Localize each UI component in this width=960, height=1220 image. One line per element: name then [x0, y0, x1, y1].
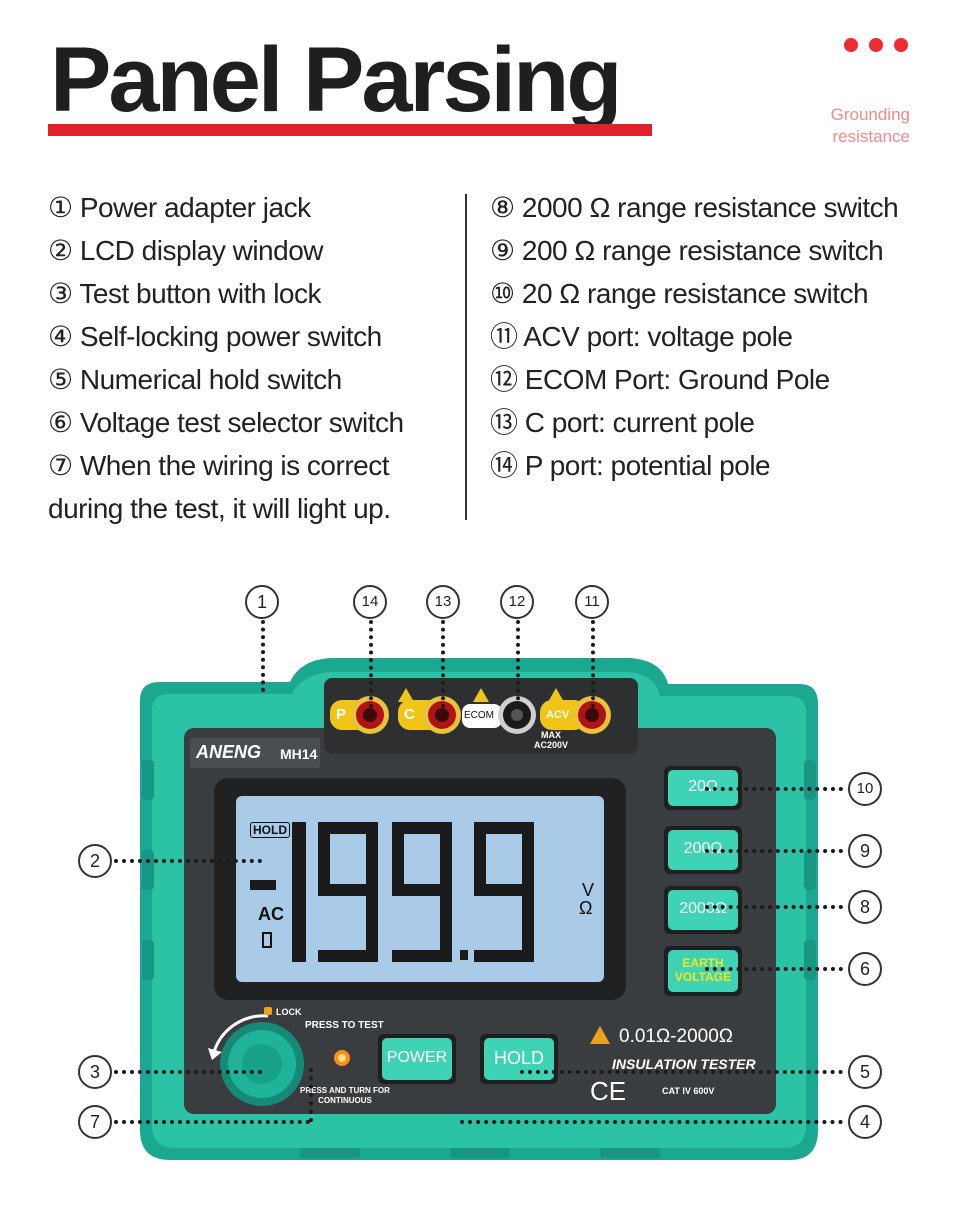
leader-12 [516, 620, 520, 708]
callout-3: 3 [78, 1055, 112, 1089]
leader-3 [114, 1070, 262, 1074]
list-item: ⑨ 200 Ω range resistance switch [490, 235, 884, 266]
decor-dots [844, 38, 919, 57]
list-item: during the test, it will light up. [48, 493, 391, 524]
list-item: ⑤ Numerical hold switch [48, 364, 342, 395]
callout-9: 9 [848, 834, 882, 868]
press-turn-label: PRESS AND TURN FOR CONTINUOUS [300, 1086, 390, 1106]
callout-14: 14 [353, 585, 387, 619]
list-item: ⑭ P port: potential pole [490, 450, 771, 481]
leader-6 [705, 967, 843, 971]
leader-7-up [309, 1068, 313, 1122]
subtitle: Grounding resistance [810, 104, 910, 148]
leader-10 [705, 787, 843, 791]
callout-8: 8 [848, 890, 882, 924]
leader-11 [591, 620, 595, 708]
max-label-line-2: AC200V [534, 740, 569, 750]
brand-logo: ANENG [196, 742, 262, 762]
column-divider [465, 194, 467, 520]
subtitle-line-2: resistance [832, 127, 910, 146]
port-p-label: P [336, 706, 347, 723]
leader-1 [261, 620, 265, 692]
press-to-test-label: PRESS TO TEST [305, 1020, 384, 1031]
callout-5: 5 [848, 1055, 882, 1089]
callout-13: 13 [426, 585, 460, 619]
cat-label: CAT IV 600V [662, 1086, 715, 1096]
list-item: ⑥ Voltage test selector switch [48, 407, 404, 438]
callout-2: 2 [78, 844, 112, 878]
leader-8 [705, 905, 843, 909]
callout-10: 10 [848, 772, 882, 806]
port-acv-label: ACV [546, 709, 570, 721]
title-underline [48, 124, 652, 136]
callout-1: 1 [245, 585, 279, 619]
leader-4 [460, 1120, 843, 1124]
lock-label: LOCK [276, 1007, 302, 1017]
insulation-label: INSULATION TESTER [612, 1056, 756, 1072]
page-title: Panel Parsing [50, 29, 622, 131]
earth-voltage-button[interactable]: EARTH VOLTAGE [668, 956, 738, 984]
callout-12: 12 [500, 585, 534, 619]
lcd-unit-ohm: Ω [579, 898, 593, 918]
callout-11: 11 [575, 585, 609, 619]
max-label-line-1: MAX [541, 730, 562, 740]
leader-13 [441, 620, 445, 708]
leader-5 [520, 1070, 843, 1074]
hold-button[interactable]: HOLD [493, 1048, 544, 1068]
ce-mark: CE [590, 1076, 627, 1106]
leader-14 [369, 620, 373, 708]
callout-4: 4 [848, 1105, 882, 1139]
port-ecom-label: ECOM [464, 710, 494, 721]
max-label: MAX AC200V [534, 730, 568, 750]
callout-6: 6 [848, 952, 882, 986]
list-item: ⑦ When the wiring is correct [48, 450, 389, 481]
list-item: ③ Test button with lock [48, 278, 321, 309]
list-item: ① Power adapter jack [48, 192, 311, 223]
leader-2 [114, 859, 262, 863]
press-turn-line-2: CONTINUOUS [318, 1096, 372, 1105]
feature-list-right: ⑧ 2000 Ω range resistance switch ⑨ 200 Ω… [490, 186, 899, 487]
list-item: ⑩ 20 Ω range resistance switch [490, 278, 869, 309]
battery-icon [262, 932, 272, 948]
range-2000-button[interactable]: 2000Ω [679, 900, 727, 917]
range-text: 0.01Ω-2000Ω [619, 1026, 733, 1047]
leader-7 [114, 1120, 310, 1124]
press-turn-line-1: PRESS AND TURN FOR [300, 1086, 390, 1095]
list-item: ② LCD display window [48, 235, 323, 266]
list-item: ⑫ ECOM Port: Ground Pole [490, 364, 830, 395]
list-item: ⑪ ACV port: voltage pole [490, 321, 793, 352]
lcd-unit-v: V [582, 880, 595, 900]
feature-list-left: ① Power adapter jack ② LCD display windo… [48, 186, 404, 530]
lcd-ac-indicator: AC [258, 904, 284, 924]
list-item: ④ Self-locking power switch [48, 321, 382, 352]
model-label: MH14 [280, 746, 318, 762]
callout-7: 7 [78, 1105, 112, 1139]
power-button[interactable]: POWER [386, 1049, 448, 1066]
lock-icon [264, 1007, 272, 1015]
lcd-hold-indicator: HOLD [250, 822, 290, 838]
earth-voltage-line-1: EARTH [682, 956, 724, 970]
earth-voltage-line-2: VOLTAGE [674, 970, 732, 984]
list-item: ⑧ 2000 Ω range resistance switch [490, 192, 899, 223]
list-item: ⑬ C port: current pole [490, 407, 755, 438]
port-c-label: C [404, 706, 415, 723]
leader-9 [705, 849, 843, 853]
subtitle-line-1: Grounding [830, 105, 910, 124]
